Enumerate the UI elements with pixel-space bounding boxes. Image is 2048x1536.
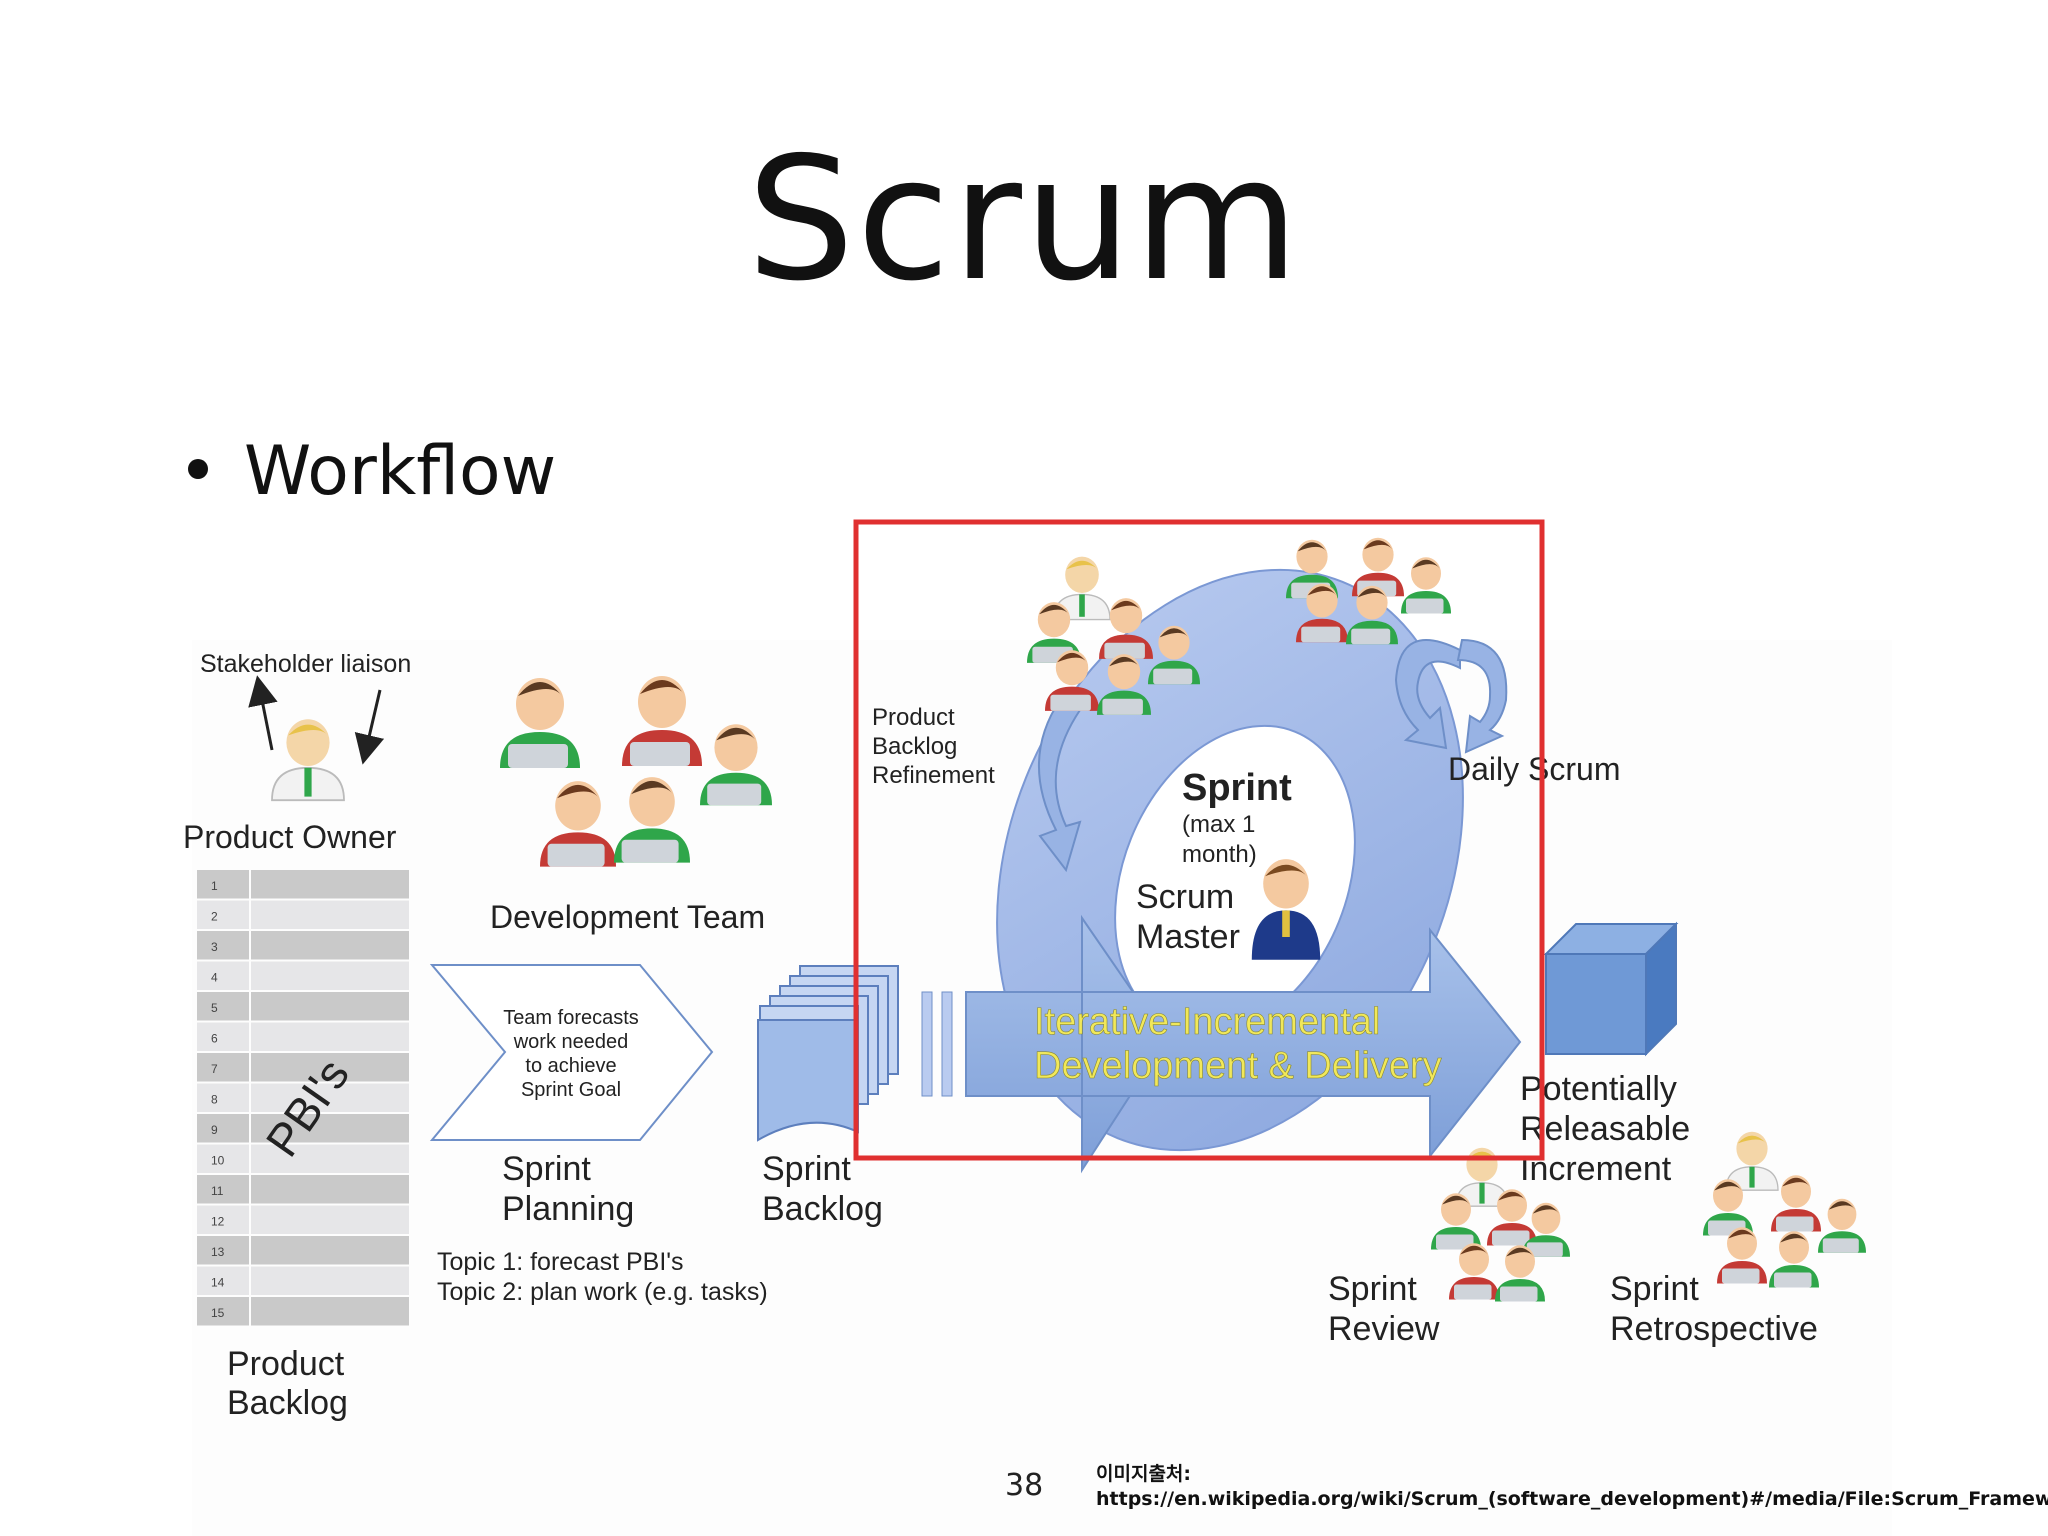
increment-label-2: Releasable (1520, 1110, 1690, 1148)
backlog-row-item-cell (251, 1114, 409, 1143)
backlog-row-item-cell (251, 1205, 409, 1234)
backlog-row-number: 14 (211, 1276, 225, 1290)
slide-title: Scrum (746, 121, 1302, 319)
bullet-item: Workflow (188, 432, 556, 512)
backlog-row-number: 10 (211, 1154, 225, 1168)
image-source-url: https://en.wikipedia.org/wiki/Scrum_(sof… (1096, 1488, 2048, 1510)
sprint-label: Sprint (1182, 767, 1292, 809)
backlog-row-number-cell (197, 931, 249, 960)
iterative-arrow (921, 914, 1522, 1174)
iterative-label-2: Development & Delivery (1034, 1045, 1442, 1087)
backlog-row-number: 4 (211, 971, 218, 985)
sprint-planning-label-2: Planning (502, 1190, 634, 1228)
backlog-row-number-cell (197, 1205, 249, 1234)
topic-1: Topic 1: forecast PBI's (437, 1248, 684, 1276)
product-backlog-label-2: Backlog (227, 1384, 348, 1422)
backlog-row-number: 8 (211, 1093, 218, 1107)
backlog-row-number-cell (197, 1053, 249, 1082)
forecast-line-4: Sprint Goal (521, 1079, 621, 1101)
sprint-retrospective-label-1: Sprint (1610, 1270, 1699, 1308)
backlog-row-number-cell (197, 992, 249, 1021)
daily-scrum-loop (1394, 638, 1508, 754)
backlog-row-item-cell (251, 1297, 409, 1326)
backlog-row-number: 13 (211, 1245, 225, 1259)
increment-label-3: Increment (1520, 1150, 1672, 1188)
sprint-retrospective-label-2: Retrospective (1610, 1310, 1818, 1348)
backlog-row-item-cell (251, 1083, 409, 1112)
stakeholder-arrow-left (248, 675, 278, 751)
backlog-row-item-cell (251, 1144, 409, 1173)
backlog-row-number-cell (197, 1022, 249, 1051)
sprint-highlight-box (853, 519, 1545, 1161)
backlog-row-number-cell (197, 961, 249, 990)
backlog-row-item-cell (251, 961, 409, 990)
sprint-backlog-label-2: Backlog (762, 1190, 883, 1228)
backlog-row-number-cell (197, 1266, 249, 1295)
backlog-row-item-cell (251, 992, 409, 1021)
development-team-label: Development Team (490, 899, 765, 935)
sprint-planning-label-1: Sprint (502, 1150, 591, 1188)
backlog-row-number-cell (197, 1114, 249, 1143)
image-source-label: 이미지출처: (1096, 1463, 1191, 1485)
stakeholder-liaison-label: Stakeholder liaison (200, 650, 411, 678)
backlog-row-number: 2 (211, 910, 218, 924)
page-number: 38 (1005, 1468, 1044, 1503)
product-owner-label: Product Owner (183, 819, 397, 855)
sprint-review-label-2: Review (1328, 1310, 1440, 1348)
sprint-backlog-label-1: Sprint (762, 1150, 851, 1188)
sprint-backlog-stack (757, 965, 899, 1142)
refinement-label-1: Product (872, 704, 955, 731)
backlog-row-number: 6 (211, 1032, 218, 1046)
backlog-row-number: 7 (211, 1062, 218, 1076)
iterative-label-1: Iterative-Incremental (1034, 1001, 1380, 1043)
stakeholder-arrow-right (354, 689, 385, 765)
refinement-label-3: Refinement (872, 762, 995, 789)
backlog-row-item-cell (251, 1022, 409, 1051)
scrum-master-label-2: Master (1136, 918, 1240, 956)
backlog-row-item-cell (251, 931, 409, 960)
forecast-line-3: to achieve (525, 1055, 616, 1077)
backlog-row-number-cell (197, 1144, 249, 1173)
bullet-dot (188, 459, 208, 480)
sprint-review-label-1: Sprint (1328, 1270, 1417, 1308)
refinement-label-2: Backlog (872, 733, 957, 760)
scrum-master-figure (1251, 859, 1321, 960)
scrum-master-label-1: Scrum (1136, 878, 1234, 916)
backlog-row-number-cell (197, 900, 249, 929)
sprint-duration-1: (max 1 (1182, 811, 1255, 838)
backlog-row-item-cell (251, 870, 409, 899)
image-source: 이미지출처: https://en.wikipedia.org/wiki/Scr… (1096, 1462, 2048, 1512)
refinement-arrow (1038, 698, 1082, 873)
product-backlog-label-1: Product (227, 1345, 345, 1383)
backlog-row-number: 15 (211, 1306, 225, 1320)
backlog-row-number: 11 (211, 1184, 224, 1198)
backlog-row-number-cell (197, 1297, 249, 1326)
bullet-text: Workflow (244, 432, 557, 511)
backlog-row-number-cell (197, 1236, 249, 1265)
daily-scrum-label: Daily Scrum (1448, 751, 1620, 787)
backlog-row-number-cell (197, 870, 249, 899)
backlog-row-number-cell (197, 1083, 249, 1112)
forecast-line-1: Team forecasts (503, 1007, 639, 1029)
backlog-row-number: 3 (211, 940, 218, 954)
backlog-row-number: 5 (211, 1001, 218, 1015)
backlog-row-item-cell (251, 1266, 409, 1295)
backlog-row-number-cell (197, 1175, 249, 1204)
backlog-row-item-cell (251, 1236, 409, 1265)
forecast-line-2: work needed (513, 1031, 629, 1053)
sprint-duration-2: month) (1182, 841, 1257, 868)
sprint-planning-chevron (429, 964, 714, 1141)
increment-cube (1543, 921, 1679, 1057)
topic-2: Topic 2: plan work (e.g. tasks) (437, 1278, 768, 1306)
backlog-row-item-cell (251, 900, 409, 929)
backlog-row-number: 12 (211, 1215, 225, 1229)
backlog-row-number: 9 (211, 1123, 218, 1137)
backlog-row-number: 1 (211, 879, 218, 893)
backlog-row-item-cell (251, 1053, 409, 1082)
backlog-row-item-cell (251, 1175, 409, 1204)
increment-label-1: Potentially (1520, 1070, 1677, 1108)
